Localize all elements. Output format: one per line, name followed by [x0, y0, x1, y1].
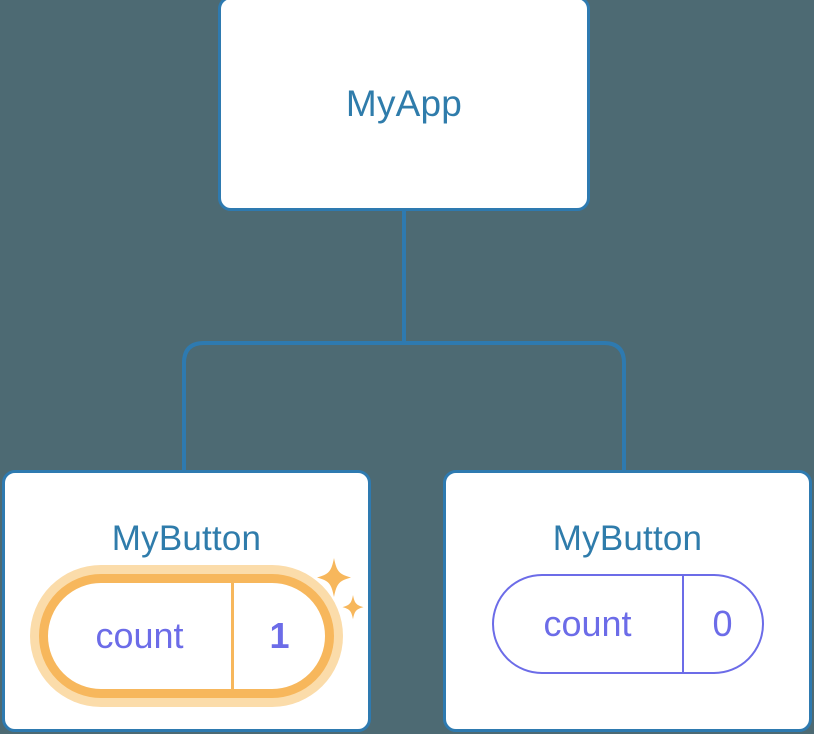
node-myapp-label: MyApp [345, 83, 463, 124]
node-mybutton-right[interactable]: MyButton count 0 [443, 470, 812, 732]
node-mybutton-left[interactable]: MyButton count 1 [2, 470, 371, 732]
state-pill-left-wrapper: count 1 [5, 574, 368, 714]
state-pill-left-value: 1 [269, 615, 290, 656]
state-pill-right-value: 0 [712, 603, 733, 644]
state-pill-count-plain[interactable]: count 0 [491, 574, 764, 674]
node-myapp[interactable]: MyApp [218, 0, 590, 211]
connector-branch-bus [182, 341, 626, 470]
state-pill-left-key: count [48, 583, 234, 689]
state-pill-right-key: count [494, 576, 684, 672]
state-pill-count-highlighted[interactable]: count 1 [39, 574, 334, 698]
node-mybutton-left-label: MyButton [111, 519, 262, 558]
node-mybutton-right-label: MyButton [552, 519, 703, 558]
state-pill-right-wrapper: count 0 [446, 574, 809, 714]
